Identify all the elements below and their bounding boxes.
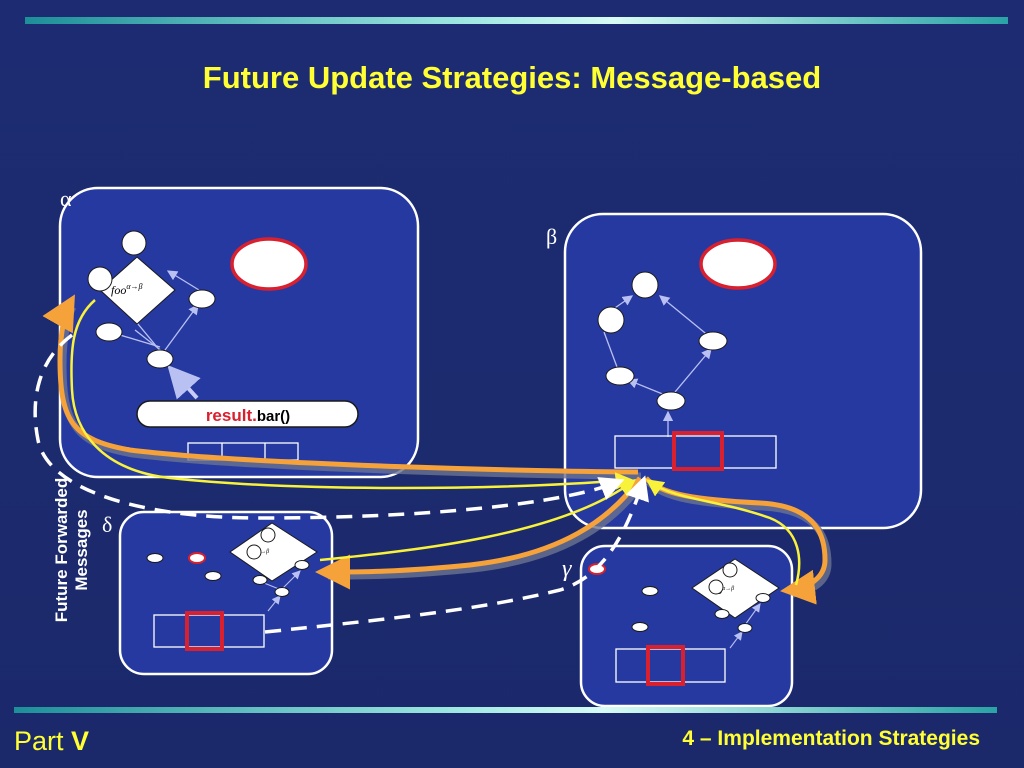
label-gamma: γ — [562, 556, 572, 582]
dashed-arrow-delta-to-beta — [264, 475, 649, 634]
delta-active-object — [188, 552, 206, 564]
forward-arrow-gamma-to-beta — [645, 479, 801, 586]
label-alpha: α — [60, 186, 72, 211]
beta-queue-highlight — [672, 431, 724, 471]
gamma-object-graph: ooα→β — [631, 558, 780, 649]
forward-arrow-delta-to-beta — [319, 479, 637, 562]
alpha-object-graph: fooα→β — [87, 230, 216, 400]
alpha-active-object — [230, 237, 308, 291]
bottom-accent-bar — [14, 707, 997, 713]
future-forwarded-messages-label: Future Forwarded Messages — [52, 477, 91, 623]
footer-part: Part V — [14, 726, 90, 756]
beta-object-graph — [597, 271, 728, 437]
forward-arrow-alpha-to-beta — [70, 299, 633, 490]
dashed-arrow-alpha-to-beta — [33, 333, 625, 520]
slide-title: Future Update Strategies: Message-based — [202, 60, 822, 95]
forward-arrow-beta-to-delta — [315, 476, 643, 590]
label-beta: β — [546, 224, 557, 249]
delta-object-graph: ooα→β — [146, 522, 318, 612]
gamma-queue-highlight — [646, 645, 685, 686]
beta-active-object — [699, 238, 777, 290]
footer-section: 4 – Implementation Strategies — [682, 727, 980, 750]
result-bar-call — [136, 400, 359, 428]
top-accent-bar — [25, 17, 1008, 24]
delta-request-queue — [153, 611, 265, 651]
beta-request-queue — [614, 431, 777, 471]
forward-arrow-beta-to-alpha — [42, 294, 639, 475]
svg-text:fooα→β: fooα→β — [111, 282, 143, 297]
gamma-request-queue — [615, 645, 726, 686]
label-delta: δ — [102, 512, 112, 537]
activity-delta-box — [118, 510, 334, 676]
svg-text:result.bar(): result.bar() — [206, 406, 290, 425]
delta-queue-highlight — [185, 611, 224, 651]
